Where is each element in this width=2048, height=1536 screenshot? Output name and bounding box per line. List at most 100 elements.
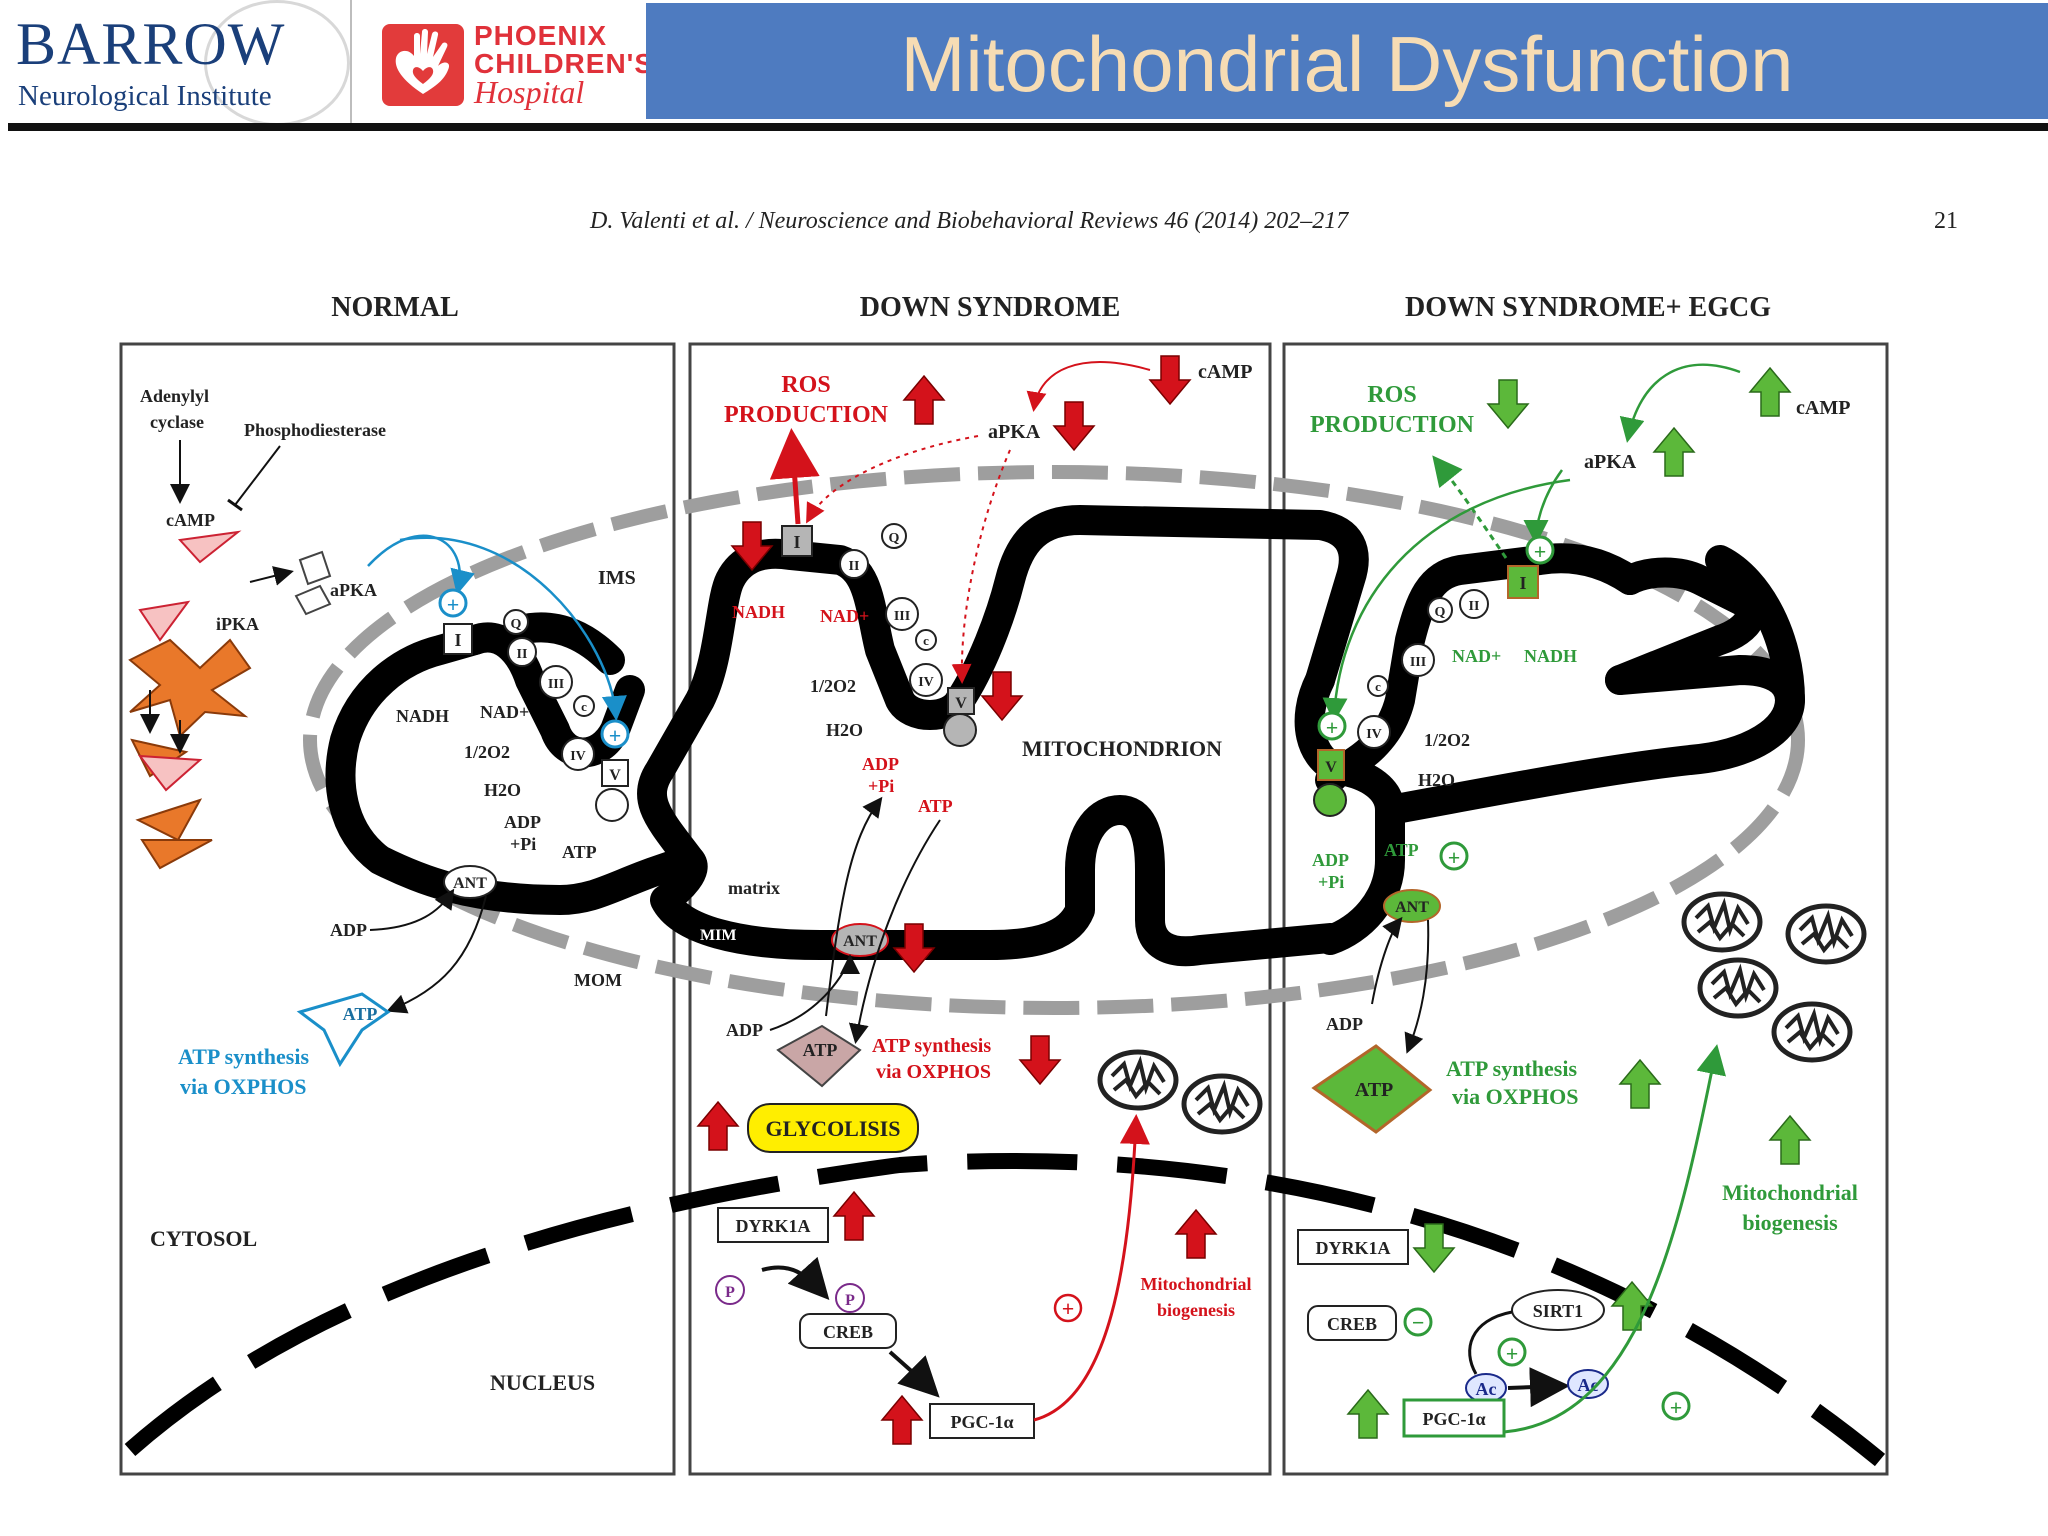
nad-egcg: NAD+ bbox=[1452, 646, 1501, 666]
complex-iii-normal-label: III bbox=[548, 677, 564, 692]
complex-i-normal bbox=[443, 623, 473, 655]
apka-egcg: aPKA bbox=[1584, 451, 1637, 473]
complex-c-ds-label: c bbox=[923, 633, 929, 648]
down-arrow-atp-synth-ds bbox=[1019, 1035, 1061, 1085]
adp-egcg: ADP bbox=[1326, 1014, 1363, 1034]
mitochondrion-icon-egcg-4 bbox=[1774, 1004, 1850, 1060]
mito-bio-egcg-1: Mitochondrial bbox=[1722, 1180, 1858, 1205]
complex-iv-egcg-label: IV bbox=[1366, 727, 1382, 742]
label-adp-pi-normal-1: ADP bbox=[504, 812, 541, 832]
complex-v-egcg-label: V bbox=[1325, 759, 1337, 776]
camp-egcg: cAMP bbox=[1796, 397, 1850, 419]
sirt1-egcg-box bbox=[1511, 1289, 1605, 1331]
phospho-p-ds-label: P bbox=[725, 1284, 735, 1301]
adp-pi-egcg-1: ADP bbox=[1312, 850, 1349, 870]
page-number: 21 bbox=[1934, 208, 1958, 234]
mito-bio-ds-1: Mitochondrial bbox=[1141, 1274, 1252, 1294]
complex-v-stalk-normal bbox=[595, 788, 629, 822]
complex-iii-ds-label: III bbox=[894, 609, 910, 624]
atp-egcg: ATP bbox=[1384, 840, 1419, 860]
ros-ds-2: PRODUCTION bbox=[724, 402, 889, 428]
atp-synthesis-ds-1: ATP synthesis bbox=[872, 1035, 991, 1057]
mito-bio-egcg-2: biogenesis bbox=[1742, 1210, 1838, 1235]
ant-normal bbox=[443, 865, 497, 899]
up-arrow-apka-egcg bbox=[1653, 427, 1695, 477]
dyrk1a-egcg-box bbox=[1297, 1229, 1409, 1265]
adp-pi-ds-1: ADP bbox=[862, 754, 899, 774]
label-adp-normal: ADP bbox=[330, 920, 367, 940]
complex-ii-normal bbox=[507, 637, 537, 667]
arrow-ac-ac-egcg bbox=[1507, 1367, 1570, 1408]
ros-egcg-1: ROS bbox=[1367, 382, 1416, 408]
down-arrow-ros-egcg bbox=[1487, 379, 1529, 429]
complex-v-ds bbox=[947, 687, 975, 715]
panel-title-ds: DOWN SYNDROME bbox=[860, 292, 1121, 323]
dyrk1a-egcg: DYRK1A bbox=[1316, 1238, 1391, 1258]
complex-c-egcg-label: c bbox=[1375, 679, 1381, 694]
atp-star-normal-label: ATP bbox=[343, 1004, 378, 1024]
label-adenylyl: Adenylyl bbox=[140, 386, 209, 406]
mitochondrion-icon-egcg-1 bbox=[1684, 894, 1760, 950]
arrow-pgc-mito-ds bbox=[1033, 1114, 1150, 1422]
glycolisis-box bbox=[747, 1103, 919, 1153]
glycolisis-label: GLYCOLISIS bbox=[766, 1116, 901, 1141]
label-nucleus: NUCLEUS bbox=[490, 1370, 595, 1395]
complex-c-normal-label: c bbox=[581, 699, 587, 714]
complex-c-ds bbox=[915, 629, 937, 651]
ac-label-1: Ac bbox=[1476, 1379, 1497, 1399]
label-ims: IMS bbox=[598, 567, 636, 589]
creb-ds: CREB bbox=[823, 1322, 873, 1342]
complex-i-ds-label: I bbox=[793, 532, 800, 552]
complex-iv-normal-label: IV bbox=[570, 749, 586, 764]
pka-subunit-bottom-icon bbox=[135, 798, 203, 842]
up-arrow-mito-bio-ds bbox=[1175, 1209, 1217, 1259]
up-arrow-dyrk1a-ds bbox=[833, 1191, 875, 1241]
complex-iv-normal bbox=[561, 737, 595, 771]
complex-v-normal bbox=[601, 759, 629, 787]
slide-header: BARROW Neurological Institute PHOENIX CH… bbox=[0, 0, 2048, 131]
complex-q-ds bbox=[881, 523, 907, 549]
atp-synthesis-egcg-2: via OXPHOS bbox=[1452, 1084, 1579, 1109]
h2o-ds: H2O bbox=[826, 720, 863, 740]
atp-ds: ATP bbox=[918, 796, 953, 816]
complex-iv-egcg bbox=[1357, 715, 1391, 749]
ant-ds bbox=[831, 923, 889, 957]
atp-star-ds bbox=[776, 1024, 862, 1088]
pka-complex-icon bbox=[128, 638, 252, 738]
barrow-logo: BARROW Neurological Institute bbox=[14, 0, 350, 126]
ros-ds-1: ROS bbox=[781, 372, 830, 398]
creb-ds-box bbox=[799, 1313, 897, 1349]
atp-synthesis-ds-2: via OXPHOS bbox=[876, 1061, 991, 1083]
arrow-p-creb-ds bbox=[761, 1256, 830, 1300]
adp-pi-egcg-2: +Pi bbox=[1318, 872, 1344, 892]
mitochondrion-icon-egcg-3 bbox=[1700, 960, 1776, 1016]
complex-i-ds bbox=[781, 525, 813, 557]
plus-green-icon-1 bbox=[1525, 535, 1555, 565]
atp-synthesis-egcg-1: ATP synthesis bbox=[1446, 1056, 1577, 1081]
label-half-o2-normal: 1/2O2 bbox=[464, 742, 510, 762]
label-phosphodiesterase: Phosphodiesterase bbox=[244, 420, 386, 440]
barrow-logo-subtitle: Neurological Institute bbox=[18, 80, 272, 112]
apka-cube-icon bbox=[294, 550, 332, 616]
half-o2-egcg: 1/2O2 bbox=[1424, 730, 1470, 750]
plus-green-text-3: + bbox=[1448, 845, 1461, 870]
arrow-pka-right bbox=[249, 566, 294, 586]
label-mom: MOM bbox=[574, 970, 622, 990]
apka-to-complex-v-blue-arrow bbox=[399, 536, 627, 721]
complex-i-normal-label: I bbox=[454, 630, 461, 650]
complex-v-ds-label: V bbox=[955, 695, 967, 712]
plus-green-icon-2 bbox=[1317, 711, 1347, 741]
atp-star-egcg bbox=[1311, 1044, 1433, 1134]
complex-iii-normal bbox=[539, 665, 573, 699]
label-atp-normal: ATP bbox=[562, 842, 597, 862]
plus-green-text-4: + bbox=[1506, 1341, 1519, 1366]
label-apka-normal: aPKA bbox=[330, 580, 377, 600]
complex-iv-ds-label: IV bbox=[918, 675, 934, 690]
plus-green-icon-3 bbox=[1439, 841, 1469, 871]
camp-triangle-icon bbox=[177, 530, 242, 564]
half-o2-ds: 1/2O2 bbox=[810, 676, 856, 696]
logo-divider bbox=[350, 0, 352, 128]
complex-ii-normal-label: II bbox=[517, 647, 528, 662]
pka-subunit-right-icon bbox=[137, 754, 203, 792]
